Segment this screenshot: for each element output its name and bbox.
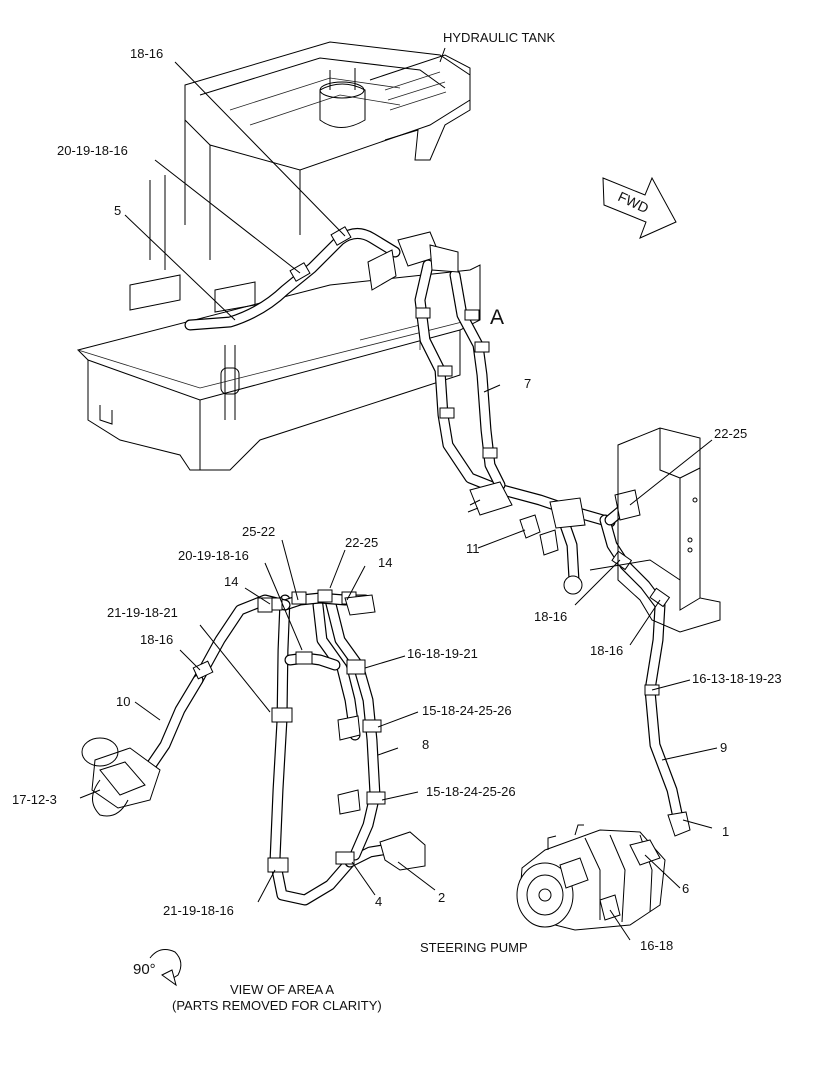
part-label: 2: [438, 890, 445, 905]
parts-removed-label: (PARTS REMOVED FOR CLARITY): [172, 998, 382, 1013]
part-label: 22-25: [714, 426, 747, 441]
rotation-label: 90°: [133, 961, 156, 978]
hydraulic-tank-label: HYDRAULIC TANK: [443, 30, 556, 45]
area-a-label: A: [490, 306, 504, 329]
part-label: 14: [378, 555, 392, 570]
part-label: 10: [116, 694, 130, 709]
forward-arrow-icon: FWD: [602, 176, 677, 239]
part-label: 15-18-24-25-26: [422, 703, 512, 718]
part-label: 5: [114, 203, 121, 218]
part-label: 14: [224, 574, 238, 589]
part-label: 9: [720, 740, 727, 755]
view-area-a-drawing: [81, 589, 426, 906]
part-label: 18-16: [140, 632, 173, 647]
view-of-area-a-label: VIEW OF AREA A: [230, 982, 334, 997]
part-label: 21-19-18-21: [107, 605, 178, 620]
hydraulic-tank-drawing: [77, 41, 481, 471]
part-label: 18-16: [590, 643, 623, 658]
part-label: 15-18-24-25-26: [426, 784, 516, 799]
steering-pump-label: STEERING PUMP: [420, 940, 528, 955]
part-label: 11: [466, 541, 480, 556]
leader-lines: [79, 47, 718, 941]
part-label: 16-18: [640, 938, 673, 953]
part-label: 20-19-18-16: [57, 143, 128, 158]
part-label: 20-19-18-16: [178, 548, 249, 563]
part-label: 17-12-3: [12, 792, 57, 807]
steering-pump-drawing: [516, 824, 666, 931]
part-label: 18-16: [534, 609, 567, 624]
part-label: 21-19-18-16: [163, 903, 234, 918]
part-label: 25-22: [242, 524, 275, 539]
part-label: 22-25: [345, 535, 378, 550]
part-label: 8: [422, 737, 429, 752]
part-label: 1: [722, 824, 729, 839]
part-label: 6: [682, 881, 689, 896]
part-label: 16-13-18-19-23: [692, 671, 782, 686]
upper-hose-routing: [184, 226, 721, 837]
part-label: 16-18-19-21: [407, 646, 478, 661]
part-label: 18-16: [130, 46, 163, 61]
callout-labels: HYDRAULIC TANK A STEERING PUMP VIEW OF A…: [12, 30, 782, 1013]
part-label: 7: [524, 376, 531, 391]
rotation-90-icon: 90°: [133, 949, 182, 987]
part-label: 4: [375, 894, 382, 909]
